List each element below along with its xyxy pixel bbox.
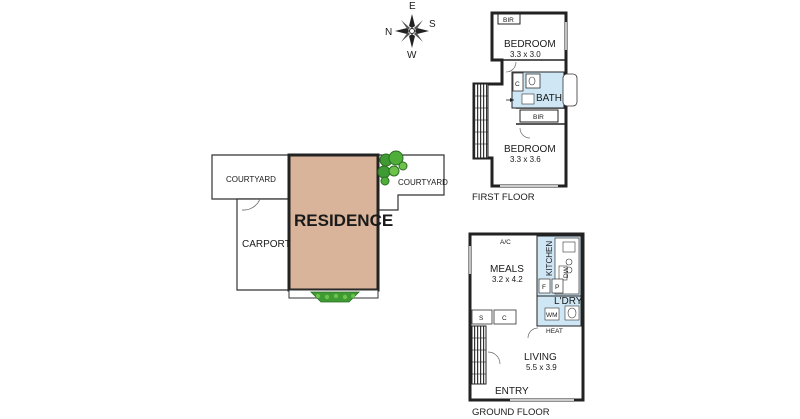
first-floor-caption: FIRST FLOOR <box>472 192 535 203</box>
s-closet-label: S <box>479 315 484 322</box>
carport-label: CARPORT <box>242 239 291 250</box>
compass-rose: E S N W <box>385 1 436 61</box>
courtyard-right-label: COURTYARD <box>398 178 448 187</box>
closet-label: C <box>515 81 520 88</box>
stair-first-floor <box>473 83 489 159</box>
living-label: LIVING <box>524 352 557 363</box>
meals-dim: 3.2 x 4.2 <box>492 275 523 284</box>
courtyard-left-label: COURTYARD <box>226 175 276 184</box>
meals-label: MEALS <box>490 264 524 275</box>
bedroom1-dim: 3.3 x 3.0 <box>510 50 541 59</box>
compass-south: S <box>429 19 436 30</box>
wm-label: WM <box>546 312 558 319</box>
compass-west: W <box>407 50 417 61</box>
ground-floor-caption: GROUND FLOOR <box>472 407 550 418</box>
residence-label: RESIDENCE <box>294 211 393 230</box>
ldry-label: L'DRY <box>554 296 583 307</box>
compass-east: E <box>409 1 416 12</box>
courtyard-garden <box>377 150 408 186</box>
ac-label: A/C <box>500 239 511 246</box>
stair-ground-floor <box>471 325 487 385</box>
heat-label: HEAT <box>546 328 563 335</box>
f-label: F <box>542 284 546 291</box>
p-label: P <box>555 284 559 291</box>
dw-label: DW <box>563 266 570 278</box>
bath-label: BATH <box>536 93 562 104</box>
bir-mid-label: BIR <box>533 114 544 121</box>
c-closet-label: C <box>502 315 507 322</box>
bedroom2-dim: 3.3 x 3.6 <box>510 155 541 164</box>
ground-floor-plan: A/C MEALS 3.2 x 4.2 KITCHEN DW F P L'DRY… <box>468 232 585 418</box>
first-floor-plan: BIR BEDROOM 3.3 x 3.0 C BATH BIR BEDROOM… <box>472 11 578 203</box>
site-plan: RESIDENCE COURTYARD COURTYARD CARPORT <box>211 150 448 303</box>
residence-area <box>287 153 380 292</box>
entry-label: ENTRY <box>495 386 529 397</box>
living-dim: 5.5 x 3.9 <box>526 363 557 372</box>
bedroom2-label: BEDROOM <box>504 144 556 155</box>
compass-north: N <box>385 27 392 38</box>
kitchen-label: KITCHEN <box>545 241 554 276</box>
bir-top-label: BIR <box>503 17 514 24</box>
bedroom1-label: BEDROOM <box>504 39 556 50</box>
